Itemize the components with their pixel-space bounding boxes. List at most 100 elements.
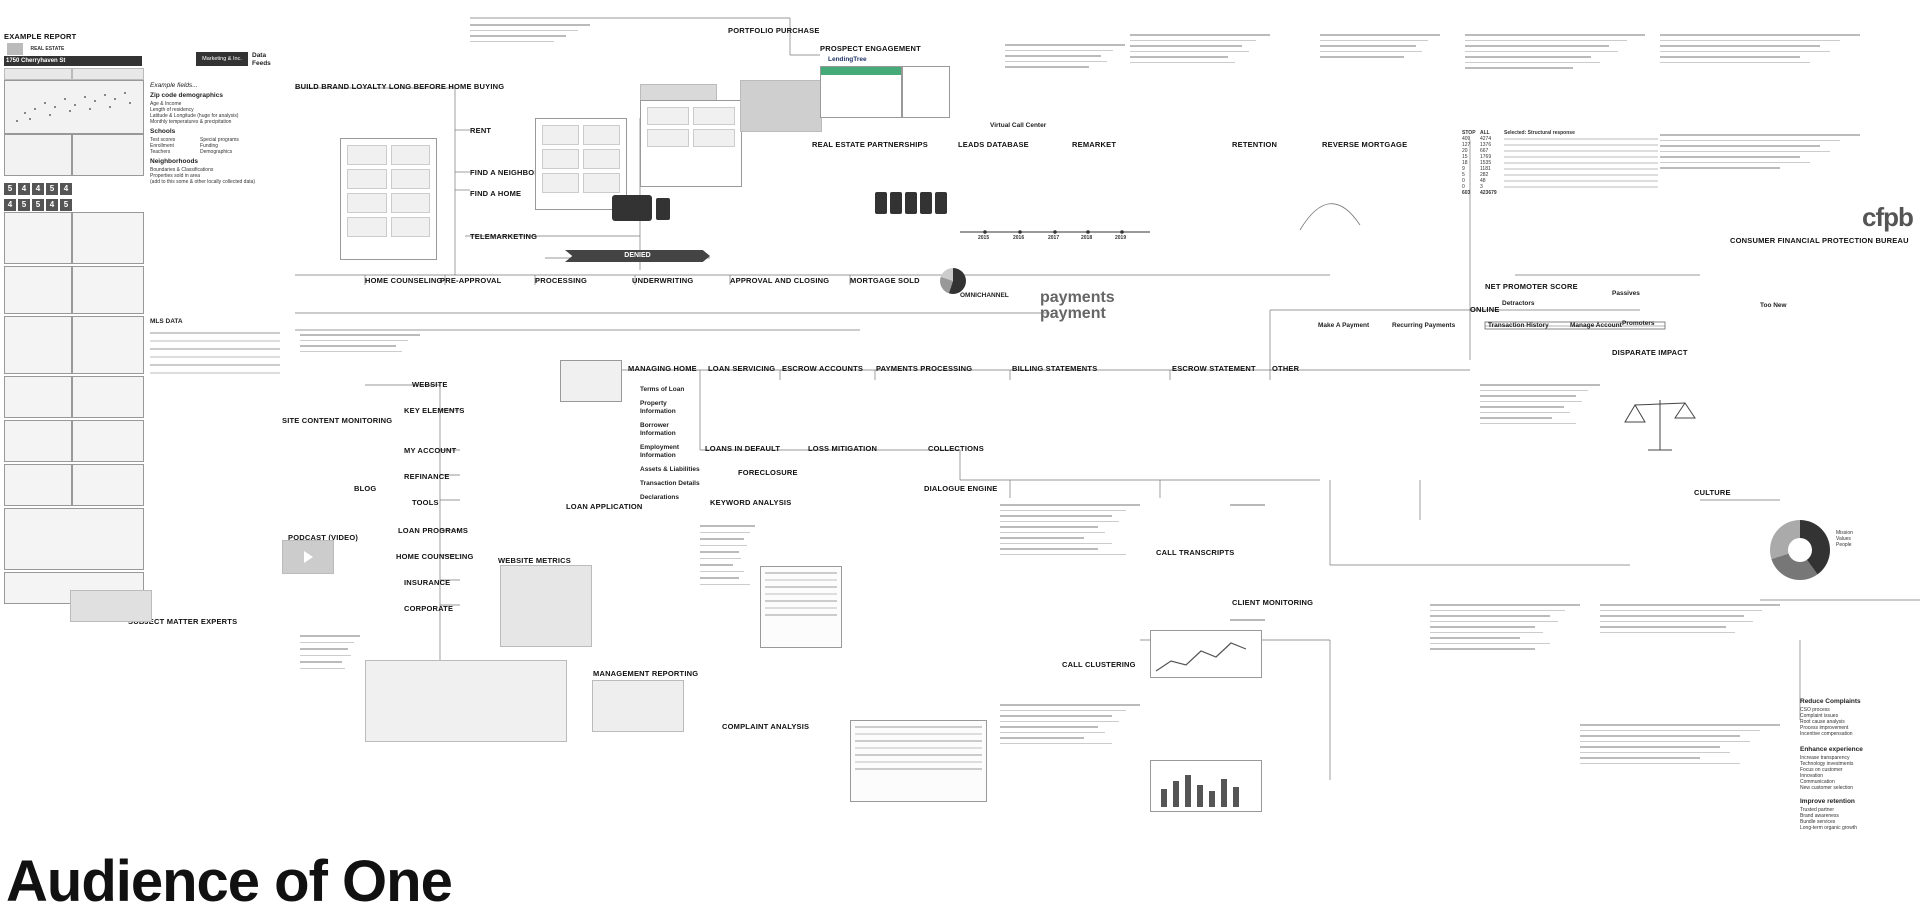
annotation-block [300,330,420,390]
node-tools: TOOLS [412,498,439,507]
score-tile: 5 [4,183,16,195]
node-loan-servicing: LOAN SERVICING [708,364,776,373]
cluster-chart [1150,760,1262,812]
chart-thumb-d [72,212,144,264]
node-omnichannel: OMNICHANNEL [960,292,1009,299]
annotation-block [1320,30,1440,110]
list-item: Demographics [200,149,233,155]
list-item: Process improvement [1800,725,1849,731]
blog-thumb [70,590,152,622]
score-tile: 4 [18,183,30,195]
annotation-block [470,20,590,60]
annotation-block [300,630,360,730]
node-website-metrics: WEBSITE METRICS [498,556,572,565]
online-item: Transaction History [1488,322,1549,329]
chart-thumb-g [4,316,72,374]
node-loan-application: LOAN APPLICATION [566,502,643,511]
node-complaint-analysis: COMPLAINT ANALYSIS [722,722,810,731]
metrics-thumb [500,565,592,647]
node-underwriting: UNDERWRITING [632,276,694,285]
home-reports-panel [535,118,627,210]
list-item: Borrower Information [640,422,676,437]
score-tile: 4 [4,199,16,211]
node-podcast: PODCAST (VIDEO) [288,533,359,542]
podcast-thumb [282,540,334,574]
nps-passives: Passives [1612,290,1640,297]
list-item: CSO process [1800,707,1830,713]
node-retention: RETENTION [1232,140,1278,149]
scatter-thumb [4,80,144,134]
score-tile: 4 [46,199,58,211]
score-tile: 4 [60,183,72,195]
timeline-year: 2016 [1013,235,1025,241]
annotation-block [1000,700,1140,810]
list-item: Incentive compensation [1800,731,1853,737]
scatter-thumb-svg [16,92,131,122]
chart-thumb-m [4,464,72,506]
list-item: Communication [1800,779,1835,785]
chart-thumb-b [72,134,144,176]
lending-tree-logo: LendingTree [828,56,867,63]
list-item: Property Information [640,400,676,415]
neighborhoods-list: Boundaries & Classifications Properties … [150,167,255,185]
monitor-chart-svg [1155,642,1247,672]
node-find-home: FIND A HOME [470,189,522,198]
keyword-table [760,566,842,648]
node-processing: PROCESSING [535,276,588,285]
list-item: Transaction Details [640,480,700,487]
list-item: Innovation [1800,773,1824,779]
list-item: Technology investments [1800,761,1854,767]
cluster-chart-svg [1161,775,1239,807]
chart-thumb-o [4,508,144,570]
lending-tree-panel [902,66,950,118]
schools-list-2: Special programs Funding Demographics [200,137,239,155]
node-disparate: DISPARATE IMPACT [1612,348,1688,357]
score-tile: 4 [32,183,44,195]
report-logo-text: REAL ESTATE [30,45,65,52]
chart-thumb-c [4,212,72,264]
score-tile: 5 [60,199,72,211]
node-refinance: REFINANCE [404,472,450,481]
list-item: Length of residency [150,107,194,113]
list-item: Boundaries & Classifications [150,167,214,173]
node-blog: BLOG [354,484,377,493]
node-mortgage-sold: MORTGAGE SOLD [850,276,920,285]
node-insurance: INSURANCE [404,578,451,587]
node-approval: APPROVAL AND CLOSING [730,276,830,285]
list-item: Complaint issues [1800,713,1839,719]
chart-thumb-k [4,420,72,462]
annotation-block [1660,30,1860,100]
node-online: ONLINE [1470,305,1500,314]
list-item: Employment Information [640,444,680,459]
node-loss-mitigation: LOSS MITIGATION [808,444,878,453]
annotation-block [1580,720,1780,820]
score-tile: 5 [46,183,58,195]
node-nps: NET PROMOTER SCORE [1485,282,1578,291]
timeline-year: 2019 [1115,235,1127,241]
node-client-monitoring: CLIENT MONITORING [1232,598,1314,607]
culture-donut [1770,520,1830,580]
list-item: New customer selection [1800,785,1854,791]
node-subject-experts: SUBJECT MATTER EXPERTS [128,617,238,626]
list-item: Root cause analysis [1800,719,1845,725]
legend-item: Values [1836,536,1851,542]
annotation-block [1000,500,1140,640]
annotation-block [1600,600,1780,690]
node-managing-home: MANAGING HOME [628,364,697,373]
node-remarket: REMARKET [1072,140,1117,149]
node-key-elements: KEY ELEMENTS [404,406,465,415]
tablet-icon [612,195,652,221]
node-portfolio: PORTFOLIO PURCHASE [728,26,820,35]
node-call-clustering: CALL CLUSTERING [1062,660,1136,669]
list-item: (add to this some & other locally collec… [150,179,256,185]
